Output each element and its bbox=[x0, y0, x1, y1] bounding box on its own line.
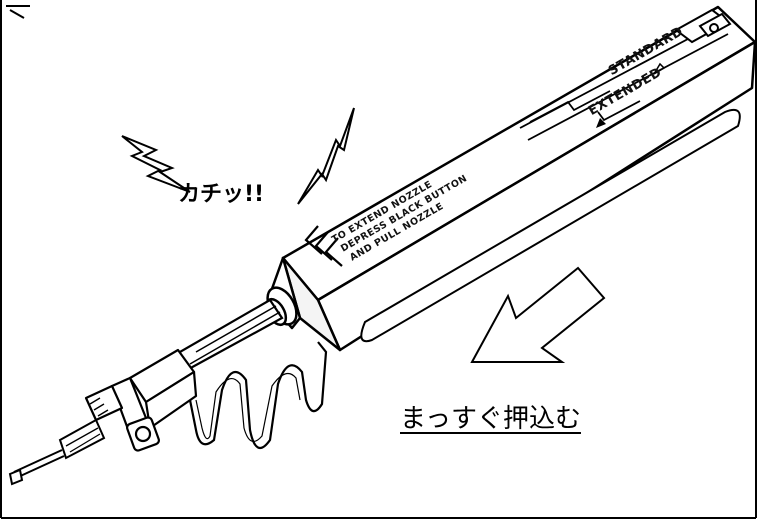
corner-mark-icon bbox=[6, 5, 30, 19]
cleaner-body bbox=[281, 5, 757, 352]
fiber-cable bbox=[8, 418, 106, 486]
push-direction-arrow-icon bbox=[470, 266, 606, 363]
extended-marker-icon bbox=[596, 118, 606, 128]
push-straight-caption: まっすぐ押込む bbox=[400, 404, 581, 434]
nozzle-slider-track bbox=[519, 21, 729, 141]
coiled-wire bbox=[188, 341, 328, 450]
slider-button bbox=[674, 8, 732, 44]
chevron-icon bbox=[304, 225, 343, 267]
standard-marker-icon bbox=[653, 62, 666, 75]
lightning-left-icon bbox=[121, 135, 191, 193]
click-sound-label: カチッ!! bbox=[178, 182, 265, 207]
coiled-wire-inner bbox=[195, 372, 301, 443]
lc-connector bbox=[84, 348, 198, 452]
side-slot bbox=[360, 108, 741, 343]
lightning-right-icon bbox=[297, 107, 355, 205]
